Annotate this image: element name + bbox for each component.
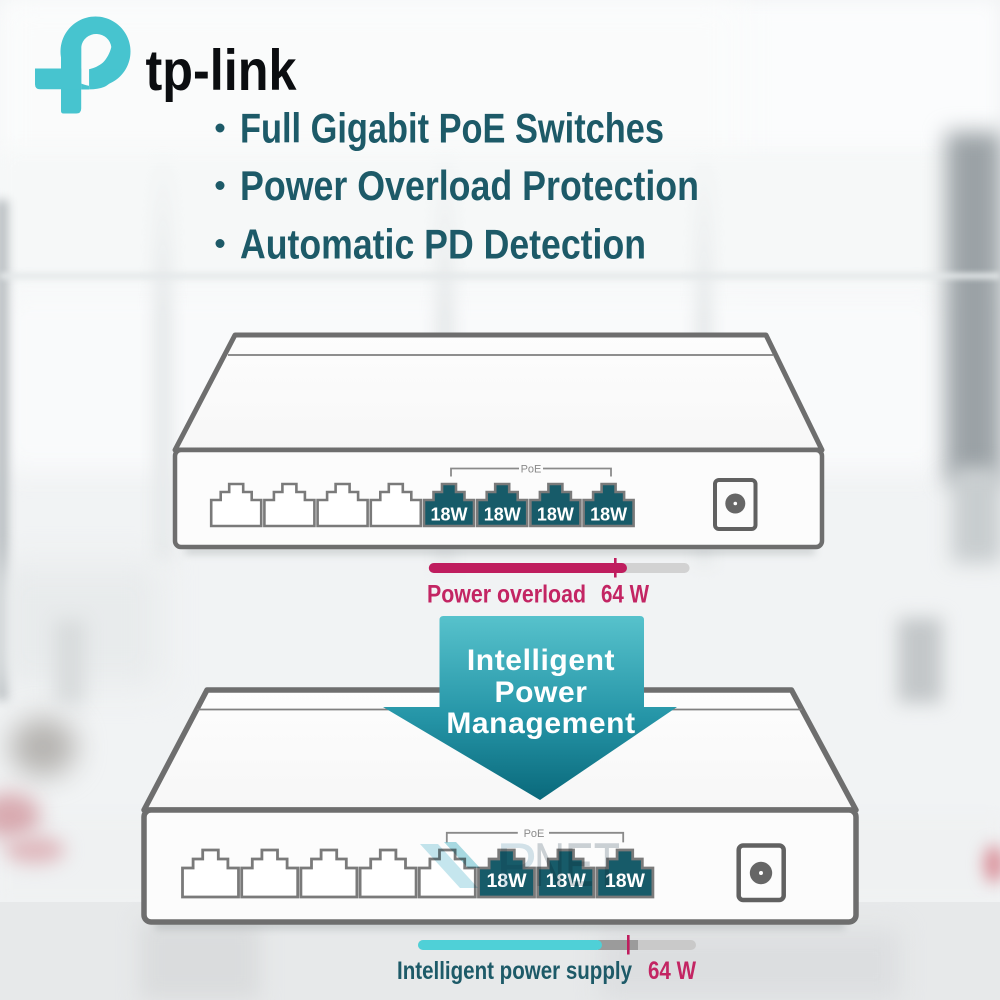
svg-text:Full Gigabit PoE Switches: Full Gigabit PoE Switches [240, 104, 664, 151]
svg-text:Power overload: Power overload [427, 581, 586, 609]
svg-text:18W: 18W [546, 870, 587, 892]
svg-text:18W: 18W [430, 505, 467, 525]
svg-text:18W: 18W [486, 870, 527, 892]
svg-text:Automatic PD Detection: Automatic PD Detection [240, 220, 646, 267]
svg-text:PoE: PoE [521, 464, 542, 476]
svg-text:64 W: 64 W [648, 957, 696, 985]
svg-text:tp-link: tp-link [146, 39, 298, 103]
svg-text:64 W: 64 W [601, 581, 649, 609]
svg-text:18W: 18W [537, 505, 574, 525]
svg-text:PoE: PoE [524, 828, 545, 840]
svg-text:Intelligent power supply: Intelligent power supply [397, 957, 632, 985]
svg-text:Power Overload Protection: Power Overload Protection [240, 162, 699, 209]
svg-text:NET: NET [534, 831, 620, 900]
svg-text:Management: Management [446, 707, 635, 740]
svg-text:Intelligent: Intelligent [467, 644, 615, 677]
svg-text:Power: Power [494, 676, 587, 709]
svg-text:18W: 18W [484, 505, 521, 525]
svg-text:18W: 18W [605, 870, 646, 892]
svg-text:P: P [496, 831, 537, 900]
svg-text:18W: 18W [590, 505, 627, 525]
